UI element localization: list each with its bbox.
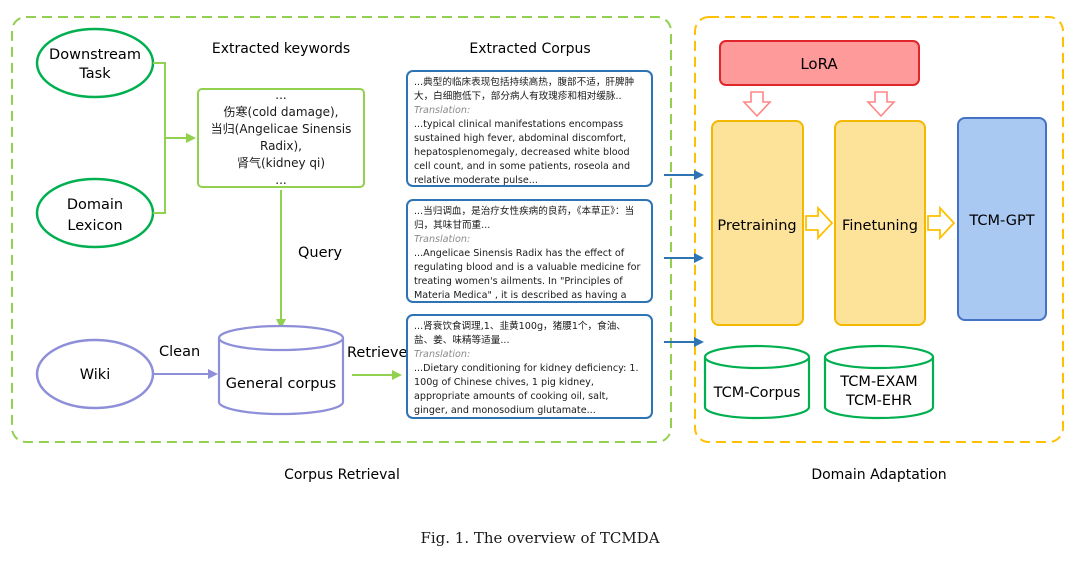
finetuning-label: Finetuning [842, 218, 918, 234]
translation-label: Translation: [414, 234, 471, 245]
tcm-ehr-label: TCM-EHR [845, 393, 912, 409]
clean-label: Clean [159, 344, 200, 360]
domain-lexicon-node [35, 177, 155, 249]
keyword-line: ... [275, 88, 287, 102]
translation-label: Translation: [414, 105, 471, 116]
keyword-line: 当归(Angelicae Sinensis Radix), [210, 122, 352, 153]
lora-label: LoRA [800, 55, 838, 73]
extracted-corpus-box-3: ...肾衰饮食调理,1、韭黄100g，猪腰1个，食油、盐、姜、味精等适量... … [406, 314, 653, 419]
tcm-exam-ehr-node [823, 344, 935, 420]
translation-label: Translation: [414, 349, 471, 360]
general-corpus-node [217, 324, 345, 416]
tcm-corpus-node [703, 344, 811, 420]
corpus-english-text: ...Angelicae Sinensis Radix has the effe… [414, 248, 641, 301]
lora-to-finetuning-arrow [866, 91, 896, 118]
domain-adaptation-section-label: Domain Adaptation [811, 467, 946, 483]
domain-lexicon-label-2: Lexicon [67, 218, 122, 234]
tcm-gpt-node [957, 117, 1047, 321]
extracted-corpus-box-1: ...典型的临床表现包括持续高热，腹部不适，肝脾肿大，白细胞低下，部分病人有玫瑰… [406, 70, 653, 187]
pretraining-node [711, 120, 804, 326]
domain-adaptation-frame [694, 16, 1064, 443]
sources-bracket-connector [153, 62, 166, 214]
domain-lexicon-label-1: Domain [67, 197, 123, 213]
corpus-english-text: ...typical clinical manifestations encom… [414, 119, 631, 186]
retrieve-label: Retrieve [347, 345, 408, 361]
corpus-chinese-text: ...典型的临床表现包括持续高热，腹部不适，肝脾肿大，白细胞低下，部分病人有玫瑰… [414, 77, 635, 102]
corpus-chinese-text: ...当归调血，是治疗女性疾病的良药，《本草正》：当归，其味甘而重... [414, 206, 635, 231]
extracted-corpus-heading: Extracted Corpus [469, 41, 590, 57]
extracted-corpus-box-2: ...当归调血，是治疗女性疾病的良药，《本草正》：当归，其味甘而重... Tra… [406, 199, 653, 303]
query-label: Query [298, 245, 342, 261]
pretraining-to-finetuning-arrow [805, 205, 834, 241]
tcm-corpus-label: TCM-Corpus [713, 385, 801, 401]
wiki-label: Wiki [80, 367, 110, 383]
downstream-task-label-1: Downstream [49, 47, 141, 63]
extracted-keywords-heading: Extracted keywords [212, 41, 350, 57]
keyword-line: 肾气(kidney qi) [236, 156, 326, 170]
tcm-gpt-label: TCM-GPT [968, 213, 1034, 229]
corpus-chinese-text: ...肾衰饮食调理,1、韭黄100g，猪腰1个，食油、盐、姜、味精等适量... [414, 321, 626, 346]
keyword-line: 伤寒(cold damage), [223, 105, 339, 119]
pretraining-label: Pretraining [717, 218, 796, 234]
general-corpus-label: General corpus [226, 376, 337, 392]
finetuning-node [834, 120, 926, 326]
lora-to-pretraining-arrow [742, 91, 772, 118]
corpus-english-text: ...Dietary conditioning for kidney defic… [414, 363, 639, 416]
downstream-task-node [35, 27, 155, 99]
downstream-task-label-2: Task [78, 66, 111, 82]
tcm-exam-label: TCM-EXAM [839, 374, 917, 390]
corpus-retrieval-section-label: Corpus Retrieval [284, 467, 400, 483]
figure-caption: Fig. 1. The overview of TCMDA [420, 529, 660, 547]
finetuning-to-tcm-gpt-arrow [927, 205, 956, 241]
lora-node [719, 40, 920, 86]
extracted-keywords-box: ... 伤寒(cold damage), 当归(Angelicae Sinens… [197, 88, 365, 188]
keyword-line: ... [275, 173, 287, 187]
corpus-retrieval-frame [11, 16, 672, 443]
